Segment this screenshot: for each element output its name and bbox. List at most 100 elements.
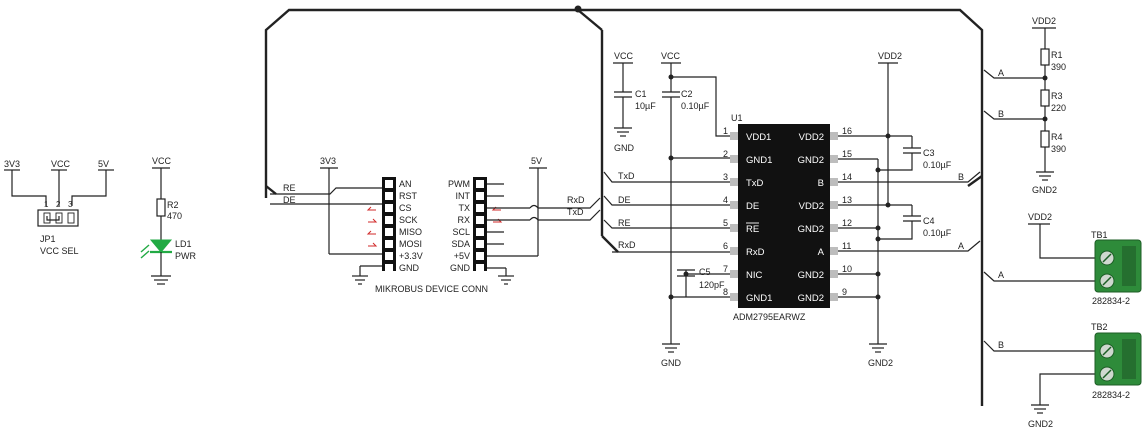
ic-part-number: ADM2795EARWZ — [733, 312, 806, 322]
bus-outline — [264, 5, 984, 406]
net-label-gnd2: GND2 — [1028, 419, 1053, 429]
resistor-r4 — [1040, 130, 1050, 148]
ic-pin-vdd2-2: VDD2 — [799, 201, 824, 212]
net-label-de: DE — [283, 195, 296, 205]
mikrobus-pin-rst: RST — [399, 191, 418, 201]
ground-symbol — [662, 343, 680, 353]
c3-value: 0.10µF — [923, 160, 952, 170]
mikrobus-pin-3v3: +3.3V — [399, 251, 423, 261]
ic-pin-num-12: 12 — [842, 218, 852, 228]
c3-ref: C3 — [923, 148, 935, 158]
r2-ref: R2 — [167, 200, 179, 210]
c2-ref: C2 — [681, 89, 693, 99]
ic-pin-num-16: 16 — [842, 126, 852, 136]
net-label-vcc: VCC — [661, 51, 681, 61]
net-label-txd: TxD — [618, 171, 635, 181]
led-value: PWR — [175, 251, 196, 261]
ic-pin-vdd1: VDD1 — [746, 132, 771, 143]
ic-pin-num-15: 15 — [842, 149, 852, 159]
ic-pin-num-14: 14 — [842, 172, 852, 182]
jumper-jp1: 3V3 VCC 5V 1 2 3 JP1 VCC SEL — [4, 159, 114, 256]
c1-value: 10µF — [635, 101, 656, 111]
tb1-ref: TB1 — [1091, 230, 1108, 240]
ic-pin-num-10: 10 — [842, 264, 852, 274]
mikrobus-pin-pwm: PWM — [448, 179, 470, 189]
net-label-b: B — [998, 109, 1004, 119]
net-label-vdd2: VDD2 — [1032, 16, 1056, 26]
ic-pin-num-13: 13 — [842, 195, 852, 205]
ic-pin-vdd2: VDD2 — [799, 132, 824, 143]
ic-pin-de: DE — [746, 201, 759, 212]
mikrobus-pin-scl: SCL — [452, 227, 470, 237]
mikrobus-pin-sda: SDA — [451, 239, 470, 249]
resistor-r2 — [156, 198, 166, 217]
ic-pin-gnd2-4: GND2 — [798, 293, 824, 304]
mikrobus-pin-gnd-left: GND — [399, 263, 420, 273]
tb2-part: 282834-2 — [1092, 390, 1130, 400]
net-label-re: RE — [283, 183, 296, 193]
net-label-rxd: RxD — [618, 240, 636, 250]
ic-pin-gnd2-3: GND2 — [798, 270, 824, 281]
c4-value: 0.10µF — [923, 228, 952, 238]
ic-body — [738, 124, 830, 308]
ic-pin-num-1: 1 — [723, 126, 728, 136]
c5-ref: C5 — [699, 267, 711, 277]
net-label-gnd2: GND2 — [868, 358, 893, 368]
c4-ref: C4 — [923, 216, 935, 226]
ground-symbol — [1036, 171, 1054, 181]
mikrobus-connector: RE DE 3V3 AN RST CS — [270, 156, 601, 294]
mikrobus-pin-tx: TX — [458, 203, 470, 213]
r4-value: 390 — [1051, 144, 1066, 154]
jumper-pin-2: 2 — [56, 200, 61, 209]
mikrobus-pin-sck: SCK — [399, 215, 418, 225]
mikrobus-pin-5v: +5V — [454, 251, 470, 261]
ic-pin-txd: TxD — [746, 178, 764, 189]
net-label-vcc: VCC — [614, 51, 634, 61]
ic-ref: U1 — [731, 113, 743, 123]
c2-value: 0.10µF — [681, 101, 710, 111]
net-label-vdd2: VDD2 — [1028, 212, 1052, 222]
net-label-vcc: VCC — [51, 159, 71, 169]
ground-symbol — [1031, 404, 1049, 414]
mikrobus-pin-miso: MISO — [399, 227, 422, 237]
ic-pin-num-7: 7 — [723, 264, 728, 274]
ic-pin-gnd2-2: GND2 — [798, 224, 824, 235]
net-label-vcc: VCC — [152, 156, 172, 166]
c1-ref: C1 — [635, 89, 647, 99]
ground-symbol — [151, 275, 171, 285]
r1-ref: R1 — [1051, 50, 1063, 60]
ic-pin-num-3: 3 — [723, 172, 728, 182]
terminal-block-tb2 — [1094, 332, 1142, 386]
mikrobus-pin-rx: RX — [457, 215, 470, 225]
ic-pin-num-6: 6 — [723, 241, 728, 251]
mikrobus-pin-int: INT — [456, 191, 471, 201]
ground-symbol — [352, 275, 368, 285]
r1-value: 390 — [1051, 62, 1066, 72]
net-label-re: RE — [618, 218, 631, 228]
mikrobus-pin-gnd-right: GND — [450, 263, 471, 273]
mikrobus-pin-an: AN — [399, 179, 412, 189]
jumper-ref: JP1 — [40, 234, 56, 244]
jumper-pin-3: 3 — [68, 200, 73, 209]
ic-pin-num-11: 11 — [842, 241, 851, 251]
isolated-side: VDD2 C3 0.10µF C4 0.10µF GND — [838, 51, 981, 368]
net-label-5v: 5V — [531, 156, 542, 166]
net-label-gnd: GND — [661, 358, 682, 368]
jumper-name: VCC SEL — [40, 246, 79, 256]
net-label-3v3: 3V3 — [320, 156, 336, 166]
net-label-b: B — [958, 172, 964, 182]
mikrobus-title: MIKROBUS DEVICE CONN — [375, 284, 488, 294]
net-label-a: A — [998, 68, 1004, 78]
ground-symbol — [869, 343, 887, 353]
net-label-txd: TxD — [567, 207, 584, 217]
ic-pin-num-5: 5 — [723, 218, 728, 228]
ic-pin-rxd: RxD — [746, 247, 765, 258]
ic-pin-num-8: 8 — [723, 287, 728, 297]
input-caps: VCC C1 10µF GND VCC C2 0.10µF — [613, 51, 730, 368]
ic-pin-a: A — [818, 247, 825, 258]
mikrobus-pin-cs: CS — [399, 203, 412, 213]
ic-pin-num-9: 9 — [842, 287, 847, 297]
net-label-5v: 5V — [98, 159, 109, 169]
logic-nets: TxD DE RE RxD C5 120pF — [603, 171, 730, 297]
jumper-pin-1: 1 — [44, 200, 49, 209]
